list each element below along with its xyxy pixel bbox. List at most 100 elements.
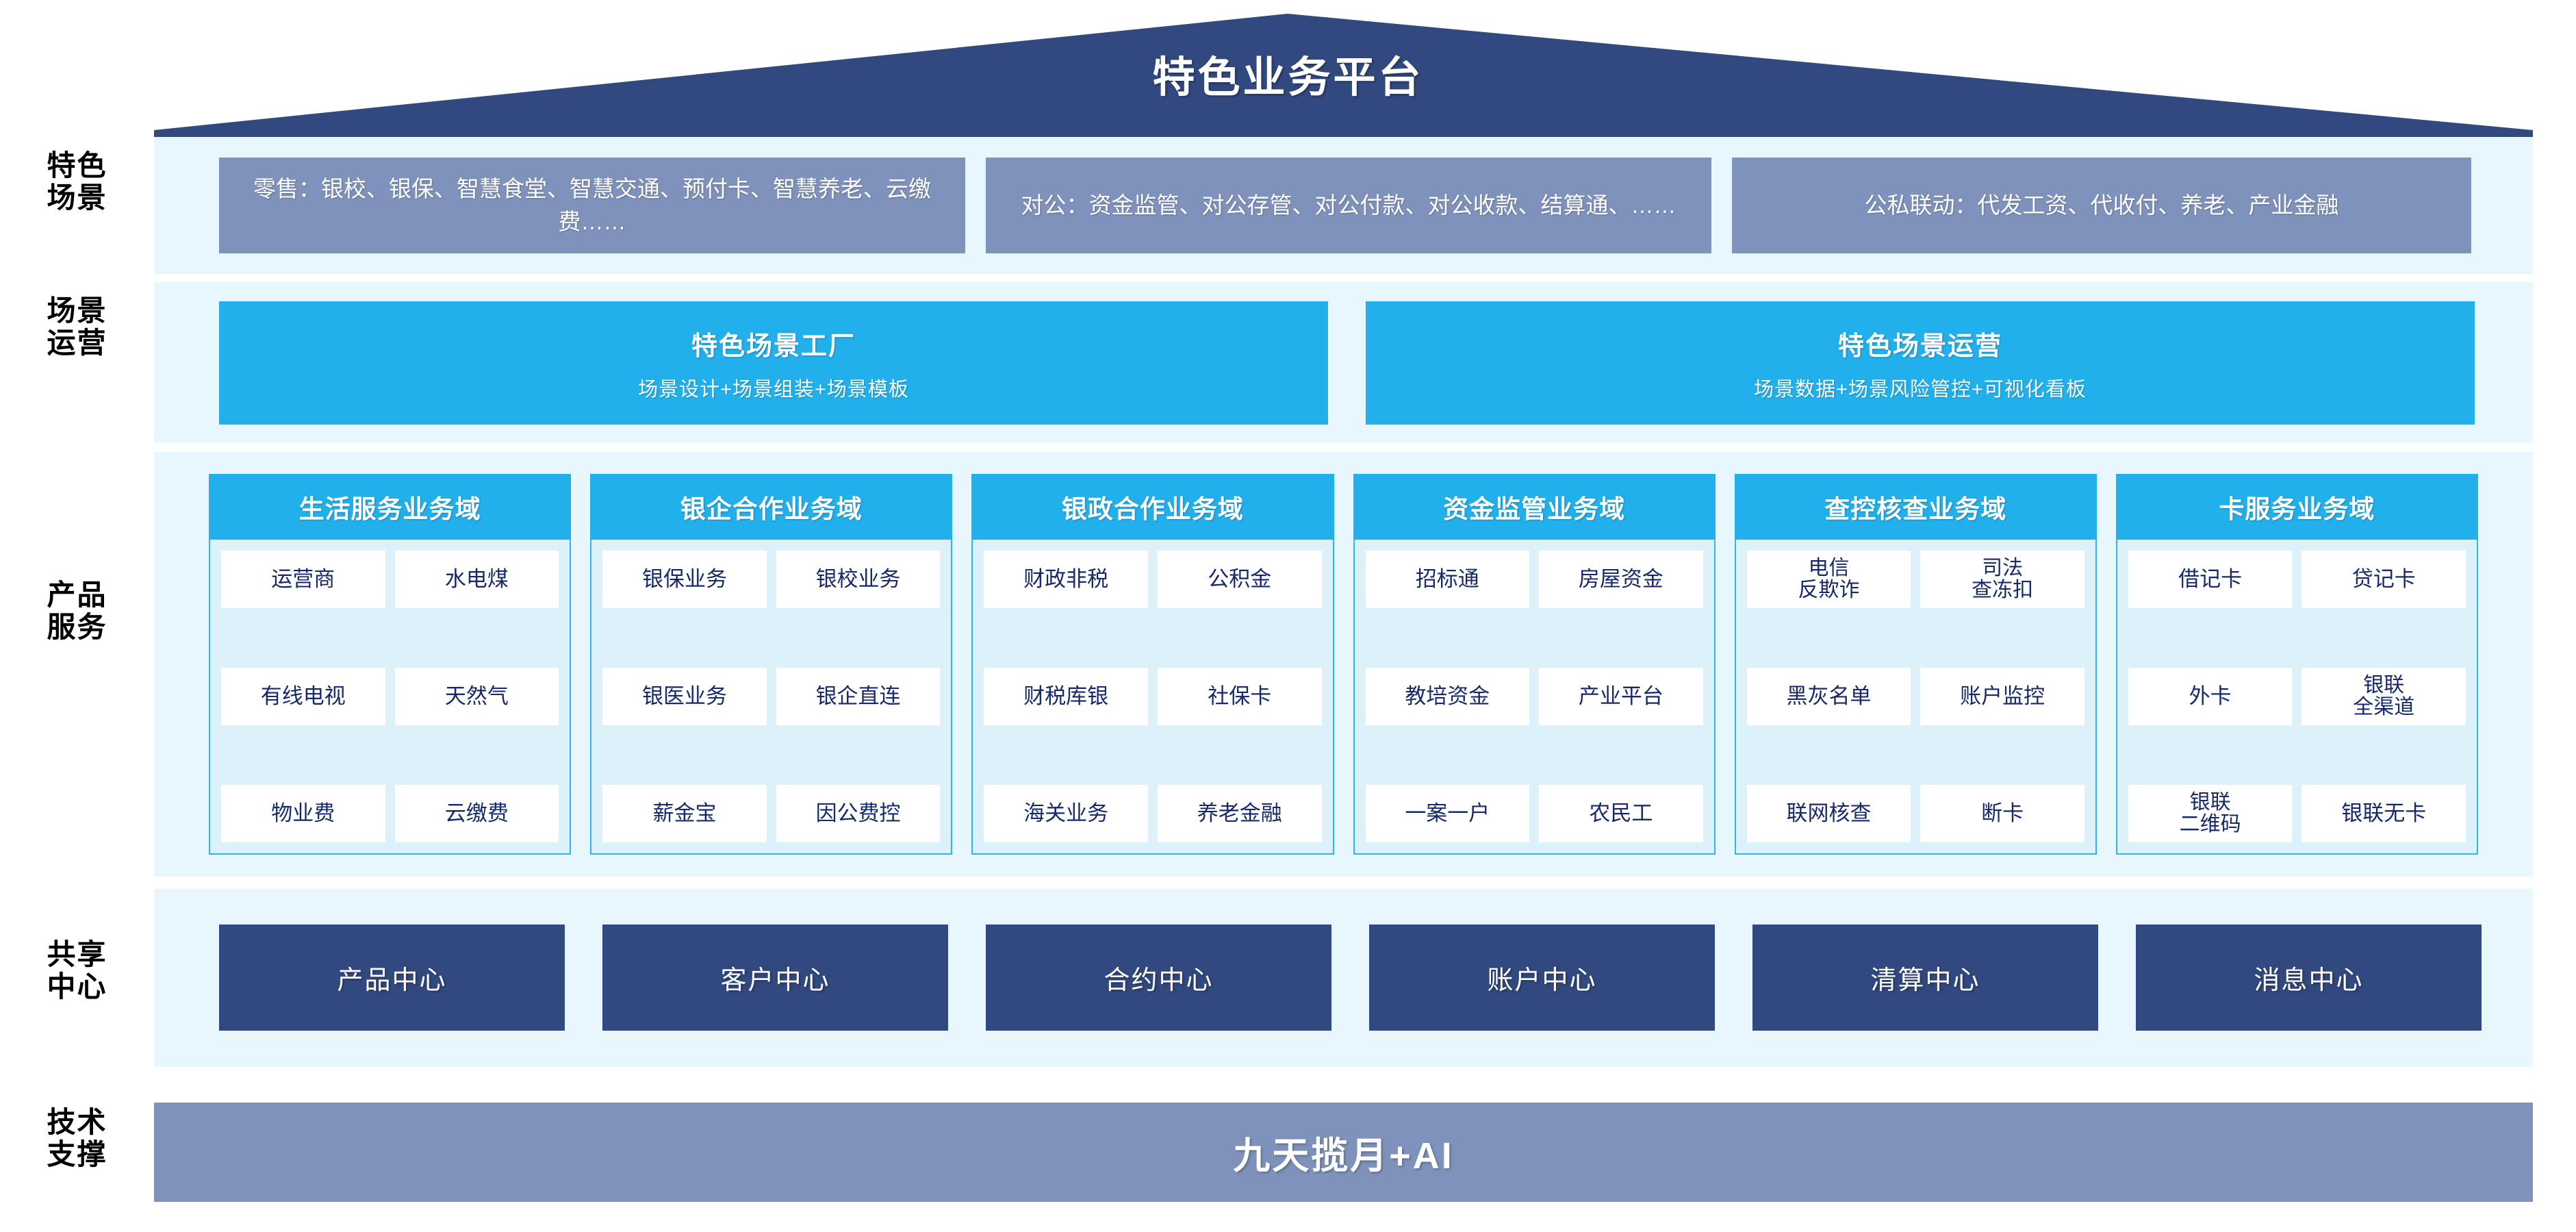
- shared-center-clearing[interactable]: 清算中心: [1752, 925, 2098, 1031]
- shared-center-customer[interactable]: 客户中心: [602, 925, 948, 1031]
- domain-row: 借记卡贷记卡: [2128, 551, 2466, 608]
- product-cell[interactable]: 银联无卡: [2301, 785, 2466, 842]
- product-cell[interactable]: 物业费: [221, 785, 385, 842]
- product-cell[interactable]: 产业平台: [1539, 668, 1703, 725]
- product-cell[interactable]: 贷记卡: [2301, 551, 2466, 608]
- product-cell[interactable]: 借记卡: [2128, 551, 2293, 608]
- product-cell[interactable]: 水电煤: [394, 551, 559, 608]
- shared-center-contract[interactable]: 合约中心: [986, 925, 1331, 1031]
- product-cell[interactable]: 海关业务: [984, 785, 1148, 842]
- product-cell[interactable]: 财税库银: [984, 668, 1148, 725]
- product-cell[interactable]: 云缴费: [394, 785, 559, 842]
- shared-center-account[interactable]: 账户中心: [1369, 925, 1715, 1031]
- product-cell[interactable]: 农民工: [1539, 785, 1703, 842]
- operation-subtitle: 场景设计+场景组装+场景模板: [638, 378, 909, 401]
- domain-row: 运营商水电煤: [221, 551, 559, 608]
- domain-list: 生活服务业务域运营商水电煤有线电视天然气物业费云缴费银企合作业务域银保业务银校业…: [209, 474, 2479, 855]
- product-cell[interactable]: 黑灰名单: [1746, 668, 1911, 725]
- product-cell[interactable]: 电信反欺诈: [1746, 551, 1911, 608]
- domain-row: 财政非税公积金: [984, 551, 1322, 608]
- product-cell[interactable]: 薪金宝: [602, 785, 767, 842]
- row-label-rail: 特色场景 场景运营 产品服务 共享中心 技术支撑: [0, 0, 154, 1232]
- product-cell[interactable]: 外卡: [2128, 668, 2293, 725]
- product-cell[interactable]: 教培资金: [1365, 668, 1530, 725]
- domain-row: 财税库银社保卡: [984, 668, 1322, 725]
- domain-column-bank-enterprise[interactable]: 银企合作业务域银保业务银校业务银医业务银企直连薪金宝因公费控: [590, 474, 953, 855]
- domain-row: 联网核查断卡: [1746, 785, 2084, 842]
- operation-band: 特色场景工厂 场景设计+场景组装+场景模板 特色场景运营 场景数据+场景风险管控…: [154, 282, 2533, 443]
- domain-header: 银企合作业务域: [590, 474, 953, 540]
- domain-body: 电信反欺诈司法查冻扣黑灰名单账户监控联网核查断卡: [1734, 540, 2097, 855]
- rail-label-shared: 共享中心: [47, 938, 107, 1003]
- operation-title: 特色场景运营: [1837, 331, 2002, 361]
- operation-box-scene-operation: 特色场景运营 场景数据+场景风险管控+可视化看板: [1366, 301, 2475, 425]
- domain-row: 物业费云缴费: [221, 785, 559, 842]
- rail-label-operations: 场景运营: [47, 294, 107, 360]
- platform-roof-banner: [0, 0, 2576, 137]
- product-cell[interactable]: 养老金融: [1157, 785, 1322, 842]
- product-cell[interactable]: 账户监控: [1920, 668, 2084, 725]
- product-cell[interactable]: 银校业务: [776, 551, 941, 608]
- product-cell[interactable]: 银企直连: [776, 668, 941, 725]
- product-cell[interactable]: 因公费控: [776, 785, 941, 842]
- domain-row: 教培资金产业平台: [1365, 668, 1703, 725]
- domain-row: 有线电视天然气: [221, 668, 559, 725]
- scenario-box-linkage: 公私联动：代发工资、代收付、养老、产业金融: [1732, 158, 2471, 253]
- operation-subtitle: 场景数据+场景风险管控+可视化看板: [1754, 378, 2087, 401]
- product-cell[interactable]: 银保业务: [602, 551, 767, 608]
- domain-column-bank-government[interactable]: 银政合作业务域财政非税公积金财税库银社保卡海关业务养老金融: [971, 474, 1334, 855]
- domain-column-life-service[interactable]: 生活服务业务域运营商水电煤有线电视天然气物业费云缴费: [209, 474, 572, 855]
- domain-row: 银保业务银校业务: [602, 551, 941, 608]
- product-cell[interactable]: 司法查冻扣: [1920, 551, 2084, 608]
- rail-label-tech: 技术支撑: [47, 1106, 107, 1171]
- scenario-band: 零售：银校、银保、智慧食堂、智慧交通、预付卡、智慧养老、云缴费…… 对公：资金监…: [154, 137, 2533, 274]
- product-cell[interactable]: 招标通: [1365, 551, 1530, 608]
- domain-row: 一案一户农民工: [1365, 785, 1703, 842]
- tech-support-bar: 九天揽月+AI: [154, 1103, 2533, 1202]
- domain-body: 运营商水电煤有线电视天然气物业费云缴费: [209, 540, 572, 855]
- product-cell[interactable]: 房屋资金: [1539, 551, 1703, 608]
- product-cell[interactable]: 公积金: [1157, 551, 1322, 608]
- operation-title: 特色场景工厂: [691, 331, 856, 361]
- domain-row: 招标通房屋资金: [1365, 551, 1703, 608]
- roof-shape-icon: [154, 14, 2533, 137]
- shared-center-band: 产品中心 客户中心 合约中心 账户中心 清算中心 消息中心: [154, 889, 2533, 1067]
- operation-box-scene-factory: 特色场景工厂 场景设计+场景组装+场景模板: [219, 301, 1328, 425]
- product-cell[interactable]: 有线电视: [221, 668, 385, 725]
- page-title: 特色业务平台: [1152, 54, 1424, 101]
- domain-row: 银联二维码银联无卡: [2128, 785, 2466, 842]
- product-cell[interactable]: 一案一户: [1365, 785, 1530, 842]
- domain-header: 查控核查业务域: [1734, 474, 2097, 540]
- shared-center-product[interactable]: 产品中心: [219, 925, 565, 1031]
- shared-center-message[interactable]: 消息中心: [2136, 925, 2482, 1031]
- product-cell[interactable]: 财政非税: [984, 551, 1148, 608]
- domain-column-card-service[interactable]: 卡服务业务域借记卡贷记卡外卡银联全渠道银联二维码银联无卡: [2115, 474, 2479, 855]
- domain-header: 卡服务业务域: [2115, 474, 2479, 540]
- domain-row: 外卡银联全渠道: [2128, 668, 2466, 725]
- rail-label-products: 产品服务: [47, 579, 107, 644]
- domain-row: 银医业务银企直连: [602, 668, 941, 725]
- domain-body: 招标通房屋资金教培资金产业平台一案一户农民工: [1353, 540, 1716, 855]
- domain-body: 银保业务银校业务银医业务银企直连薪金宝因公费控: [590, 540, 953, 855]
- product-cell[interactable]: 运营商: [221, 551, 385, 608]
- product-cell[interactable]: 银联二维码: [2128, 785, 2293, 842]
- scenario-box-retail: 零售：银校、银保、智慧食堂、智慧交通、预付卡、智慧养老、云缴费……: [219, 158, 965, 253]
- domain-column-fund-supervision[interactable]: 资金监管业务域招标通房屋资金教培资金产业平台一案一户农民工: [1353, 474, 1716, 855]
- product-cell[interactable]: 社保卡: [1157, 668, 1322, 725]
- domain-row: 薪金宝因公费控: [602, 785, 941, 842]
- scenario-box-corporate: 对公：资金监管、对公存管、对公付款、对公收款、结算通、……: [986, 158, 1711, 253]
- product-cell[interactable]: 断卡: [1920, 785, 2084, 842]
- rail-label-scenarios: 特色场景: [47, 149, 107, 214]
- domain-body: 财政非税公积金财税库银社保卡海关业务养老金融: [971, 540, 1334, 855]
- domain-header: 生活服务业务域: [209, 474, 572, 540]
- domain-column-investigation[interactable]: 查控核查业务域电信反欺诈司法查冻扣黑灰名单账户监控联网核查断卡: [1734, 474, 2097, 855]
- product-cell[interactable]: 银医业务: [602, 668, 767, 725]
- product-cell[interactable]: 联网核查: [1746, 785, 1911, 842]
- domain-body: 借记卡贷记卡外卡银联全渠道银联二维码银联无卡: [2115, 540, 2479, 855]
- domain-header: 资金监管业务域: [1353, 474, 1716, 540]
- domain-row: 黑灰名单账户监控: [1746, 668, 2084, 725]
- product-cell[interactable]: 天然气: [394, 668, 559, 725]
- product-cell[interactable]: 银联全渠道: [2301, 668, 2466, 725]
- domain-row: 电信反欺诈司法查冻扣: [1746, 551, 2084, 608]
